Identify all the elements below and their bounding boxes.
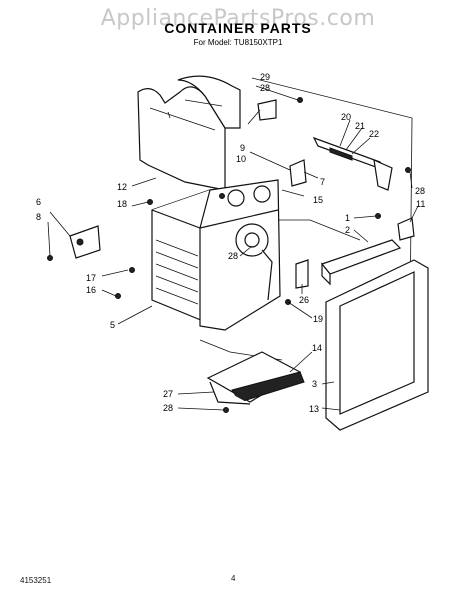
rail-assembly-part-20-22 <box>312 136 393 191</box>
callout-labels: 29 28 9 10 20 21 22 7 12 18 15 28 11 6 8… <box>36 72 425 414</box>
callout-27: 27 <box>163 389 173 399</box>
diagram-title: CONTAINER PARTS <box>164 20 312 36</box>
callout-26: 26 <box>299 295 309 305</box>
slide-rail-part-2 <box>320 239 402 286</box>
drawer-handle-part-14 <box>206 351 305 405</box>
callout-20: 20 <box>341 112 351 122</box>
callout-15: 15 <box>313 195 323 205</box>
callout-10: 10 <box>236 154 246 164</box>
model-line: For Model: TU8150XTP1 <box>193 38 283 47</box>
callout-1: 1 <box>345 213 350 223</box>
door-panel-part-3-13 <box>325 259 429 431</box>
callout-28: 28 <box>260 83 270 93</box>
callout-8: 8 <box>36 212 41 222</box>
callout-leader-lines <box>47 85 419 411</box>
callout-13: 13 <box>309 404 319 414</box>
callout-16: 16 <box>86 285 96 295</box>
container-bag-part-12 <box>137 75 241 191</box>
callout-28d: 28 <box>163 403 173 413</box>
callout-28b: 28 <box>415 186 425 196</box>
callout-29: 29 <box>260 72 270 82</box>
callout-21: 21 <box>355 121 365 131</box>
callout-12: 12 <box>117 182 127 192</box>
callout-11: 11 <box>416 199 425 209</box>
callout-19: 19 <box>313 314 323 324</box>
page-number: 4 <box>231 574 236 583</box>
bracket-part-6 <box>69 225 101 259</box>
callout-22: 22 <box>369 129 379 139</box>
callout-9: 9 <box>240 143 245 153</box>
watermark: AppliancePartsPros.com <box>100 6 376 31</box>
callout-3: 3 <box>312 379 317 389</box>
callout-17: 17 <box>86 273 96 283</box>
callout-6: 6 <box>36 197 41 207</box>
document-number: 4153251 <box>20 576 52 585</box>
callout-14: 14 <box>312 343 322 353</box>
callout-2: 2 <box>345 225 350 235</box>
callout-5: 5 <box>110 320 115 330</box>
main-frame-part-5 <box>151 179 281 331</box>
callout-28c: 28 <box>228 251 238 261</box>
callout-7: 7 <box>320 177 325 187</box>
callout-18: 18 <box>117 199 127 209</box>
